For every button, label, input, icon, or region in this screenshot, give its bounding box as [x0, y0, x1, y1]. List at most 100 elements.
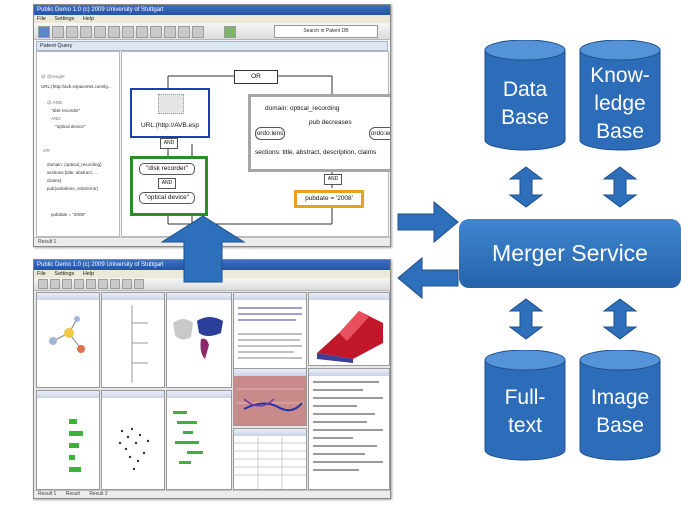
tree-node[interactable]: pubdate = "2008"	[51, 212, 86, 217]
heatmap	[236, 388, 304, 412]
url-thumbnail	[158, 94, 184, 114]
table-panel[interactable]	[233, 428, 307, 490]
toolbar-icon-12[interactable]	[192, 26, 204, 38]
toolbar-icon-10[interactable]	[164, 26, 176, 38]
tree-node[interactable]: "disk recorder"	[51, 108, 81, 113]
toolbar-icon-1[interactable]	[38, 26, 50, 38]
tree-node[interactable]: URL:(http://avb.espacenet.com/lg...	[41, 84, 112, 89]
domain-node[interactable]: domain: optical_recording pub decreases …	[248, 94, 390, 172]
left-arrow-icon	[397, 256, 459, 300]
kb-label-line1: Know-	[590, 64, 650, 87]
url-node[interactable]: URL:(http://AVB.esp	[130, 88, 210, 138]
ib-label-line2: Base	[596, 414, 644, 437]
ordo-error-node[interactable]: ordo:error	[369, 127, 390, 140]
run-query-icon[interactable]	[224, 26, 236, 38]
search-field[interactable]: Search in Patent DB	[274, 25, 378, 38]
tree-node[interactable]: claims)	[47, 178, 62, 183]
tree-node[interactable]: pub(ordo/lens, ordo/error)	[47, 186, 99, 191]
ft-label-line1: Full-	[504, 386, 546, 409]
merger-service-box[interactable]: Merger Service	[459, 219, 681, 288]
toolbar-icon-11[interactable]	[178, 26, 190, 38]
optical-device-term[interactable]: "optical device"	[139, 192, 195, 204]
tree-node[interactable]: sections:(title, abstract, ...	[47, 170, 99, 175]
panel-header	[309, 293, 389, 300]
tree-node[interactable]: @ @Insight	[41, 74, 65, 79]
image-base-cylinder[interactable]: Image Base	[579, 350, 661, 461]
bar-chart-panel[interactable]	[36, 390, 100, 490]
and-node-1[interactable]: AND	[160, 138, 178, 149]
toolbar2-icon-9[interactable]	[134, 279, 144, 289]
window-title: Public Demo 1.0 (c) 2009 University of S…	[34, 5, 390, 15]
fulltext-cylinder[interactable]: Full- text	[484, 350, 566, 461]
pubdate-node[interactable]: pubdate = '2008'	[294, 190, 364, 208]
heatmap-panel[interactable]	[233, 368, 307, 426]
and-node-2[interactable]: AND	[158, 178, 176, 189]
menu-help[interactable]: Help	[82, 16, 95, 22]
menu-settings-2[interactable]: Settings	[54, 271, 75, 277]
3d-surface	[317, 311, 383, 363]
3d-view-panel[interactable]	[308, 292, 390, 366]
tree-view	[131, 305, 148, 383]
tab-result-1[interactable]: Result 1	[38, 491, 57, 497]
toolbar-icon-5[interactable]	[94, 26, 106, 38]
panel-header	[167, 293, 231, 300]
toolbar-icon-4[interactable]	[80, 26, 92, 38]
panel-header	[102, 293, 164, 300]
or-node[interactable]: OR	[234, 70, 278, 84]
ft-label-line2: text	[508, 414, 542, 437]
toolbar2-icon-3[interactable]	[62, 279, 72, 289]
tree-node[interactable]: OR	[43, 148, 50, 153]
tree-view-panel[interactable]	[101, 292, 165, 388]
knowledge-base-cylinder[interactable]: Know- ledge Base	[579, 40, 661, 151]
double-arrow-icon	[602, 298, 638, 340]
toolbar-icon-7[interactable]	[122, 26, 134, 38]
tree-node[interactable]: domain: (optical_recording)	[47, 162, 102, 167]
toolbar-2	[34, 278, 390, 291]
bar-chart	[69, 419, 83, 472]
toolbar2-icon-1[interactable]	[38, 279, 48, 289]
toolbar-icon-2[interactable]	[52, 26, 64, 38]
toolbar2-icon-2[interactable]	[50, 279, 60, 289]
graph-view-panel[interactable]	[36, 292, 100, 388]
menu-file[interactable]: File	[37, 16, 46, 22]
world-map	[173, 317, 223, 359]
toolbar2-icon-4[interactable]	[74, 279, 84, 289]
toolbar-icon-8[interactable]	[136, 26, 148, 38]
menu-file-2[interactable]: File	[37, 271, 46, 277]
panel-header	[234, 369, 306, 376]
toolbar-icon-3[interactable]	[66, 26, 78, 38]
menu-help-2[interactable]: Help	[82, 271, 95, 277]
scatter-plot-panel[interactable]	[101, 390, 165, 490]
right-arrow-icon	[397, 200, 459, 244]
tab-result-2[interactable]: Result 2	[89, 491, 108, 497]
tree-node[interactable]: AND	[51, 116, 61, 121]
and-node-3[interactable]: AND	[324, 174, 342, 185]
map-view-panel[interactable]	[166, 292, 232, 388]
timeline-chart	[173, 411, 203, 464]
toolbar2-icon-5[interactable]	[86, 279, 96, 289]
data-base-cylinder[interactable]: Data Base	[484, 40, 566, 151]
scatter-plot	[118, 427, 150, 471]
toolbar2-icon-8[interactable]	[122, 279, 132, 289]
query-tree-pane[interactable]: @ @Insight URL:(http://avb.espacenet.com…	[36, 51, 120, 237]
tree-node[interactable]: "optical device"	[55, 124, 86, 129]
menu-settings[interactable]: Settings	[54, 16, 75, 22]
double-arrow-icon	[508, 298, 544, 340]
keyword-node[interactable]: "disk recorder" AND "optical device"	[130, 156, 208, 216]
panel-header	[234, 293, 306, 300]
ordo-lens-node[interactable]: ordo:lens	[255, 127, 285, 140]
menu-bar: File Settings Help	[34, 15, 390, 23]
timeline-panel[interactable]	[166, 390, 232, 490]
disk-recorder-term[interactable]: "disk recorder"	[139, 163, 195, 175]
toolbar2-icon-6[interactable]	[98, 279, 108, 289]
bottom-tabs: Result 1 Result Result 2	[34, 490, 390, 498]
panel-header	[37, 391, 99, 398]
text-view-panel[interactable]	[308, 368, 390, 490]
kb-label-line2: ledge	[594, 92, 646, 115]
toolbar-icon-9[interactable]	[150, 26, 162, 38]
tree-node[interactable]: @ AND	[47, 100, 63, 105]
tab-result[interactable]: Result	[65, 491, 80, 497]
toolbar-icon-6[interactable]	[108, 26, 120, 38]
panel-header	[37, 293, 99, 300]
toolbar2-icon-7[interactable]	[110, 279, 120, 289]
